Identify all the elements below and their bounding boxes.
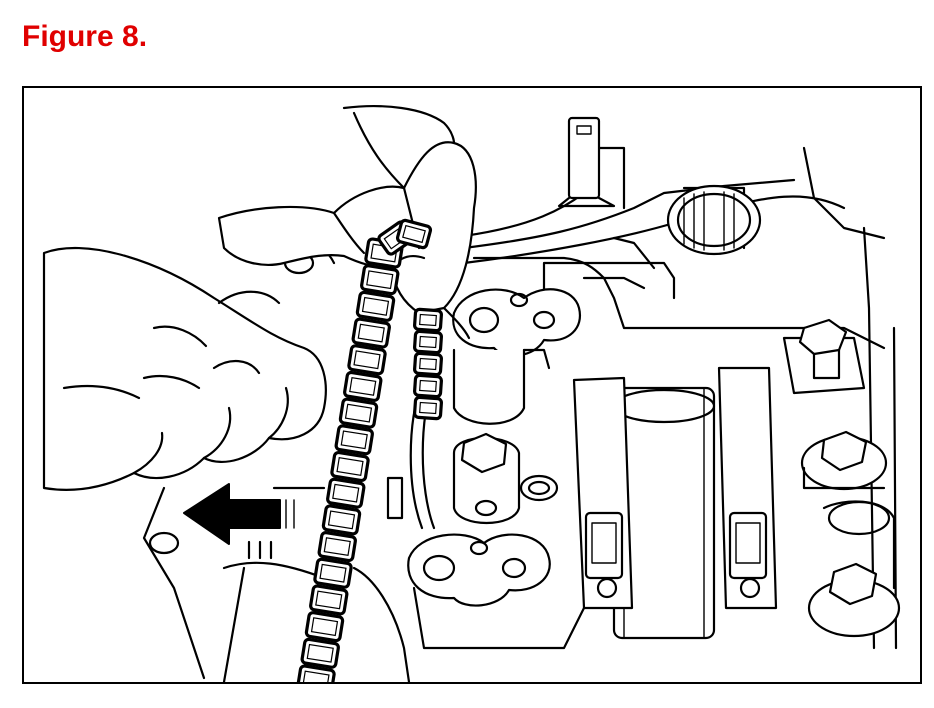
chain-link-inner	[332, 483, 360, 503]
chain-link	[347, 344, 387, 376]
oil-filler-cap	[666, 184, 762, 256]
bolt-right-middle	[800, 430, 888, 491]
upper-bearing-plate	[452, 288, 582, 357]
chain-link	[326, 477, 366, 509]
chain-link	[296, 664, 336, 682]
lower-bearing-plate	[407, 533, 586, 650]
upper-pillar	[452, 348, 551, 425]
chain-link-inner	[323, 537, 351, 557]
chain-link-inner	[366, 270, 394, 290]
chain-link-inner	[336, 457, 364, 476]
figure-title: Figure 8.	[22, 20, 148, 53]
bolt-right-bottom	[807, 500, 901, 638]
chain-link	[321, 504, 362, 536]
chain-link	[360, 264, 400, 296]
chain-link-inner	[340, 430, 368, 450]
chain-link	[304, 611, 345, 643]
chain-link-inner	[349, 376, 377, 396]
direction-arrow	[183, 483, 326, 560]
illustration-frame	[22, 86, 922, 684]
bolt-right-top	[782, 318, 866, 395]
chain-link-inner	[353, 350, 381, 370]
chain-link	[413, 329, 443, 355]
engine-upper-housing	[462, 146, 886, 300]
chain-link-inner	[419, 313, 437, 327]
chain-link-inner	[315, 590, 343, 610]
chain-link-inner	[310, 617, 339, 637]
valve-rocker-right	[717, 366, 778, 610]
chain-link-inner	[306, 643, 334, 663]
chain-link	[313, 557, 353, 589]
timing-chain	[296, 218, 433, 682]
chain-link	[330, 450, 370, 483]
chain-link	[343, 370, 383, 402]
chain-link-inner	[361, 296, 390, 316]
cable-clip	[557, 116, 616, 208]
chain-link	[309, 584, 349, 616]
center-bolt	[452, 432, 521, 525]
timing-chain-back-run	[413, 307, 443, 421]
chain-link-inner	[419, 335, 437, 349]
chain-link	[338, 397, 379, 429]
chain-link-inner	[419, 357, 437, 371]
chain-link	[351, 317, 391, 349]
chain-link	[334, 424, 374, 456]
cam-housing	[472, 226, 898, 650]
chain-link	[355, 290, 396, 322]
chain-link-inner	[357, 323, 385, 343]
chain-link	[300, 637, 340, 669]
right-hand	[217, 105, 477, 340]
left-hand	[42, 246, 327, 491]
valve-rocker-left	[572, 376, 634, 610]
chain-link-inner	[402, 224, 426, 244]
chain-link-inner	[419, 401, 437, 415]
chain-link	[413, 373, 443, 399]
engine-illustration	[42, 105, 901, 682]
chain-link	[413, 351, 443, 377]
chain-link-inner	[302, 670, 330, 682]
chain-link-inner	[344, 403, 373, 423]
chain-link	[317, 531, 357, 563]
chain-link-inner	[327, 510, 356, 530]
chain-link	[413, 307, 443, 333]
chain-link-inner	[319, 563, 347, 583]
chain-link	[413, 395, 443, 421]
small-washer	[519, 474, 559, 502]
chain-link-inner	[419, 379, 437, 393]
